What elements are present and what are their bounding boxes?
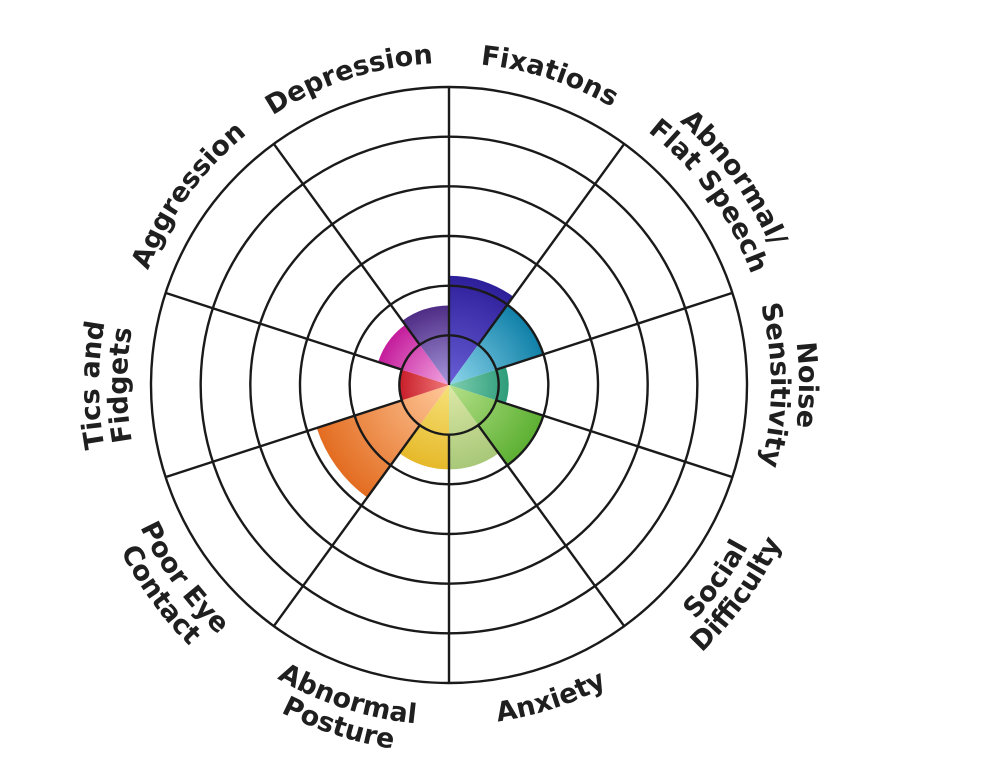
wedge-fixations: [449, 275, 514, 385]
grid-spoke: [495, 291, 733, 371]
wedge-abnormal-flat-speech: [449, 304, 544, 385]
grid-spoke: [477, 424, 626, 627]
axis-label-depression: Depression: [260, 39, 434, 121]
grid-spoke: [165, 399, 403, 479]
grid-spoke: [495, 399, 733, 479]
axis-label-tics-and-fidgets: Tics and: [75, 319, 112, 452]
grid-spoke: [477, 143, 626, 346]
axis-label-aggression: Aggression: [126, 116, 252, 273]
axis-label-noise-sensitivity: Sensitivity: [754, 300, 795, 471]
grid-spoke: [272, 143, 421, 346]
grid-spoke: [165, 291, 403, 371]
grid-layer: [149, 85, 749, 685]
wedge-depression: [402, 305, 449, 385]
axis-label-anxiety: Anxiety: [494, 664, 611, 728]
wedge-poor-eye-contact: [316, 385, 449, 498]
wedge-aggression: [378, 324, 449, 385]
wedge-noise-sensitivity: [449, 366, 509, 404]
axis-label-fixations: Fixations: [479, 41, 623, 114]
wedge-social-difficulty: [449, 385, 544, 466]
axis-label-noise-sensitivity: Noise: [790, 341, 824, 430]
grid-spoke: [272, 424, 421, 627]
axis-label-tics-and-fidgets: Fidgets: [103, 325, 139, 445]
wedge-tics-and-fidgets: [399, 369, 449, 401]
